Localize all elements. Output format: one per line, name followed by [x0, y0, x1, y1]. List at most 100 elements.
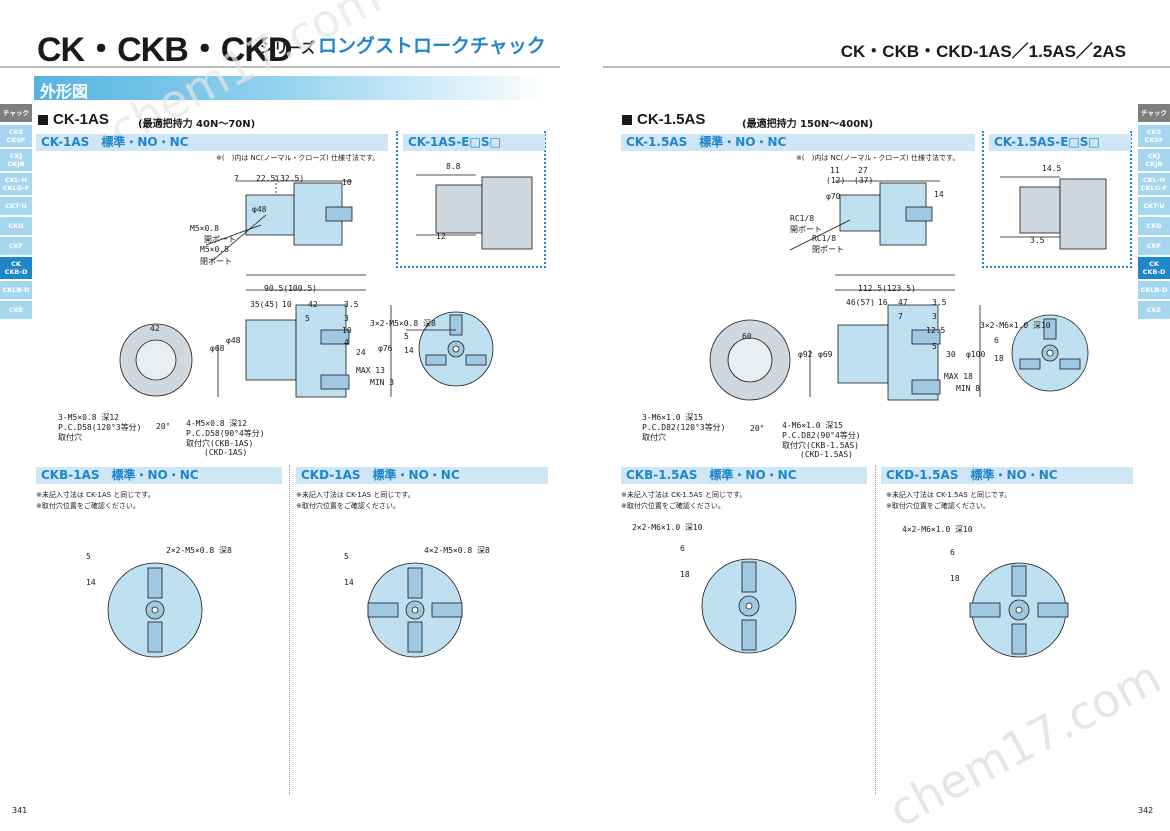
side-tab-ckj-r[interactable]: CKJ CKJB	[1138, 149, 1170, 171]
dim-l-port2: M5×0.8	[200, 245, 229, 254]
right-ckb-note2: ※取付穴位置をご確認ください。	[621, 502, 725, 510]
watermark-bottom: chem17.com	[880, 649, 1170, 831]
page-title: CK・CKB・CKD	[37, 31, 292, 69]
side-tab-ck-active-r[interactable]: CK CKB-D	[1138, 257, 1170, 279]
dim-r-m5: P.C.D82(90°4等分)	[782, 431, 861, 440]
dim-r-m4: 4-M6×1.0 深15	[782, 421, 843, 430]
page-number-left: 341	[12, 806, 28, 815]
side-tab-cks-r[interactable]: CKS CKSF	[1138, 125, 1170, 147]
right-model-title: CK-1.5AS	[622, 111, 705, 128]
right-ckd-front-view	[969, 562, 1069, 658]
dim-l-d4: φ48	[252, 205, 267, 214]
dim-r-b1: 112.5(123.5)	[858, 284, 916, 293]
left-ckd-d2: 14	[344, 578, 354, 587]
dim-l-port1-name: 開ポート	[204, 235, 236, 244]
dim-r-b6: 3.5	[932, 298, 947, 307]
dim-r-m2: P.C.D82(120°3等分)	[642, 423, 726, 432]
dim-l-f3: 14	[404, 346, 414, 355]
dim-l-b12: 4	[344, 338, 349, 347]
dim-r-b16: φ100	[966, 350, 986, 359]
dim-r-b4: 47	[898, 298, 908, 307]
dim-l-d3: 10	[342, 178, 352, 187]
dim-r-b2: 46(57)	[846, 298, 875, 307]
right-ckb-label: CKB-1.5AS 標準・NO・NC	[626, 468, 797, 482]
left-ckd-callout: 4×2-M5×0.8 深8	[424, 546, 490, 555]
dim-l-m1: 3-M5×0.8 深12	[58, 413, 119, 422]
dim-l-b10: φ68	[210, 344, 225, 353]
dim-l-b8: 10	[342, 326, 352, 335]
dim-l-b6: 3.5	[344, 300, 359, 309]
dim-r-f2: 6	[994, 336, 999, 345]
side-tab-ckg-r[interactable]: CKG	[1138, 217, 1170, 235]
left-ckd-note2: ※取付穴位置をご確認ください。	[296, 502, 400, 510]
dim-r-b14: MAX 18	[944, 372, 973, 381]
dim-l-b5: 5	[305, 314, 310, 323]
side-tab-ckf[interactable]: CKF	[0, 237, 32, 255]
right-ckd-band	[881, 467, 1133, 484]
dim-l-m8: 20°	[156, 422, 171, 431]
left-e-band	[403, 134, 545, 151]
right-ckd-note1: ※未記入寸法は CK-1.5AS と同じです。	[886, 491, 1012, 499]
right-std-band	[621, 134, 975, 151]
dim-l-b7: 3	[344, 314, 349, 323]
side-tab-cke-r[interactable]: CKE	[1138, 301, 1170, 319]
side-tab-cks[interactable]: CKS CKSF	[0, 125, 32, 147]
section-band	[34, 76, 549, 100]
side-tab-head: チャック	[0, 104, 32, 122]
dim-r-d5: φ70	[826, 192, 841, 201]
dim-l-m2: P.C.D58(120°3等分)	[58, 423, 142, 432]
dim-l-m3: 取付穴	[58, 433, 82, 442]
dim-r-b3: 16	[878, 298, 888, 307]
side-tab-ck-active[interactable]: CK CKB-D	[0, 257, 32, 279]
dim-l-b14: MAX 13	[356, 366, 385, 375]
side-tab-ckf-r[interactable]: CKF	[1138, 237, 1170, 255]
dim-l-m4: 4-M5×0.8 深12	[186, 419, 247, 428]
left-e-box	[396, 131, 546, 268]
side-tab-cklb-r[interactable]: CKLB-D	[1138, 281, 1170, 299]
right-ckb-callout: 2×2-M6×1.0 深10	[632, 523, 703, 532]
dim-r-b15: MIN 8	[956, 384, 981, 393]
side-tab-ckt[interactable]: CKT-U	[0, 197, 32, 215]
dim-r-m8: 20°	[750, 424, 765, 433]
left-ckb-d1: 5	[86, 552, 91, 561]
right-std-label: CK-1.5AS 標準・NO・NC	[626, 135, 787, 149]
dim-r-b5: 7	[898, 312, 903, 321]
right-ckb-note1: ※未記入寸法は CK-1.5AS と同じです。	[621, 491, 747, 499]
dim-l-b1: 90.5(100.5)	[264, 284, 317, 293]
side-tab-ckt-r[interactable]: CKT-U	[1138, 197, 1170, 215]
dim-l-b9: 42	[150, 324, 160, 333]
side-tab-ckl-r[interactable]: CKL-H CKLG-F	[1138, 173, 1170, 195]
left-model-range: (最適把持力 40N～70N)	[138, 119, 256, 130]
dim-r-e1: 14.5	[1042, 164, 1062, 173]
dim-r-f3: 18	[994, 354, 1004, 363]
left-std-drawing	[119, 174, 533, 398]
dim-r-b12: 5	[932, 342, 937, 351]
side-tab-head-r: チャック	[1138, 104, 1170, 122]
dim-l-d1: 7	[234, 174, 239, 183]
dim-r-d2: 27	[858, 166, 868, 175]
dim-l-b15: MIN 3	[370, 378, 395, 387]
left-ckb-label: CKB-1AS 標準・NO・NC	[41, 468, 199, 482]
dim-r-d4: (37)	[854, 176, 874, 185]
left-std-label: CK-1AS 標準・NO・NC	[41, 135, 189, 149]
section-label: 外形図	[40, 82, 89, 101]
dim-r-e2: 3.5	[1030, 236, 1045, 245]
side-tab-cklb[interactable]: CKLB-D	[0, 281, 32, 299]
dim-r-b8: 12.5	[926, 326, 946, 335]
dim-r-port1-name: 開ポート	[790, 225, 822, 234]
dim-l-b3: 10	[282, 300, 292, 309]
side-tab-ckj[interactable]: CKJ CKJB	[0, 149, 32, 171]
dim-r-m7: (CKD-1.5AS)	[800, 450, 853, 459]
right-e-label: CK-1.5AS-E□S□	[994, 135, 1100, 149]
side-tab-ckg[interactable]: CKG	[0, 217, 32, 235]
dim-l-f2: 5	[404, 332, 409, 341]
left-ckb-callout: 2×2-M5×0.8 深8	[166, 546, 232, 555]
side-tab-cke[interactable]: CKE	[0, 301, 32, 319]
dim-l-b13: 24	[356, 348, 366, 357]
left-divider	[289, 465, 291, 795]
right-e-box	[982, 131, 1132, 268]
dim-r-b11: φ69	[818, 350, 833, 359]
left-ckd-d1: 5	[344, 552, 349, 561]
left-ckb-band	[36, 467, 282, 484]
side-tab-ckl[interactable]: CKL-H CKLG-F	[0, 173, 32, 195]
